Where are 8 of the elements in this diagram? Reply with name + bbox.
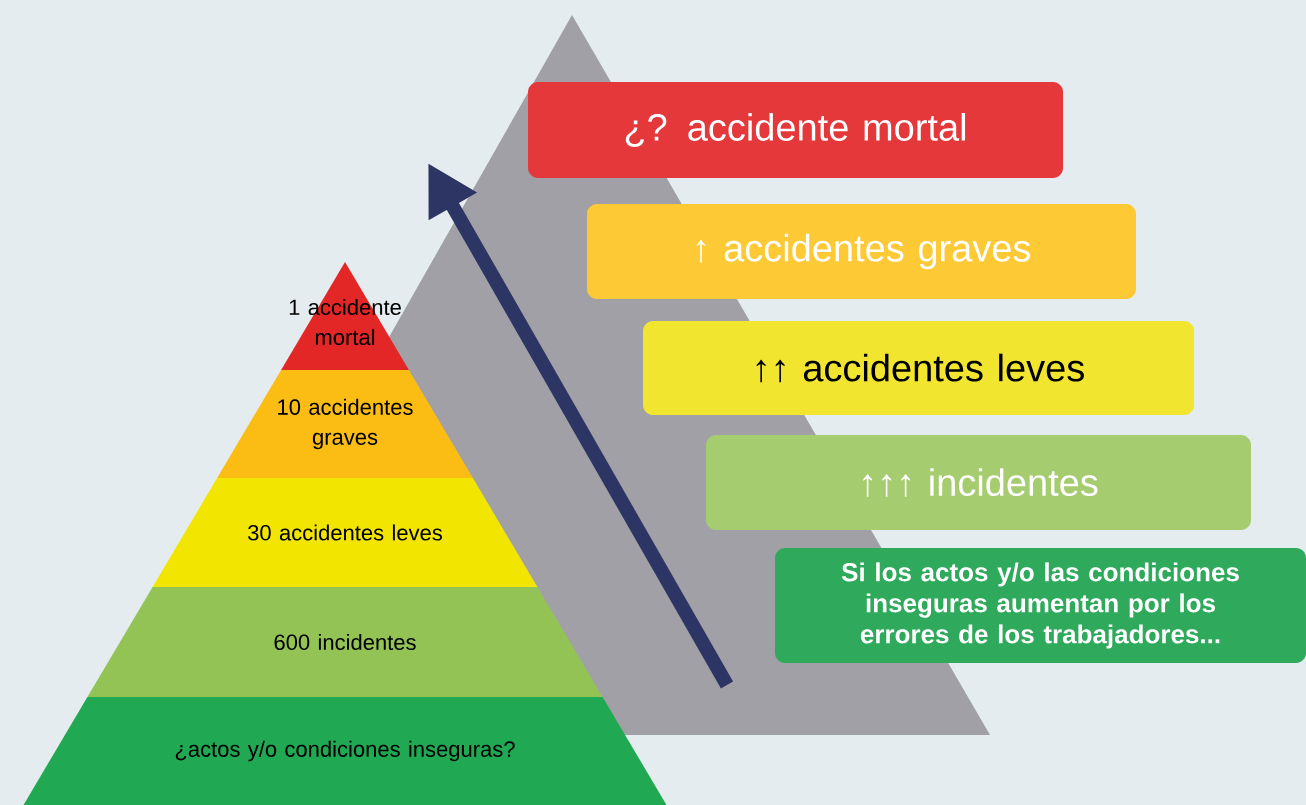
- text-box: ↑↑↑ incidentes: [706, 435, 1251, 530]
- text-box: ¿? accidente mortal: [528, 82, 1063, 178]
- text-box: ↑↑ accidentes leves: [643, 321, 1194, 415]
- pyramid-band: 30 accidentes leves: [152, 478, 538, 587]
- text-box: ↑ accidentes graves: [587, 204, 1136, 299]
- pyramid-band: 10 accidentes graves: [217, 370, 473, 478]
- text-box: Si los actos y/o las condiciones inseguras aumentan por los errores de los trabajadores...: [775, 548, 1306, 663]
- pyramid-band: 600 incidentes: [87, 587, 603, 697]
